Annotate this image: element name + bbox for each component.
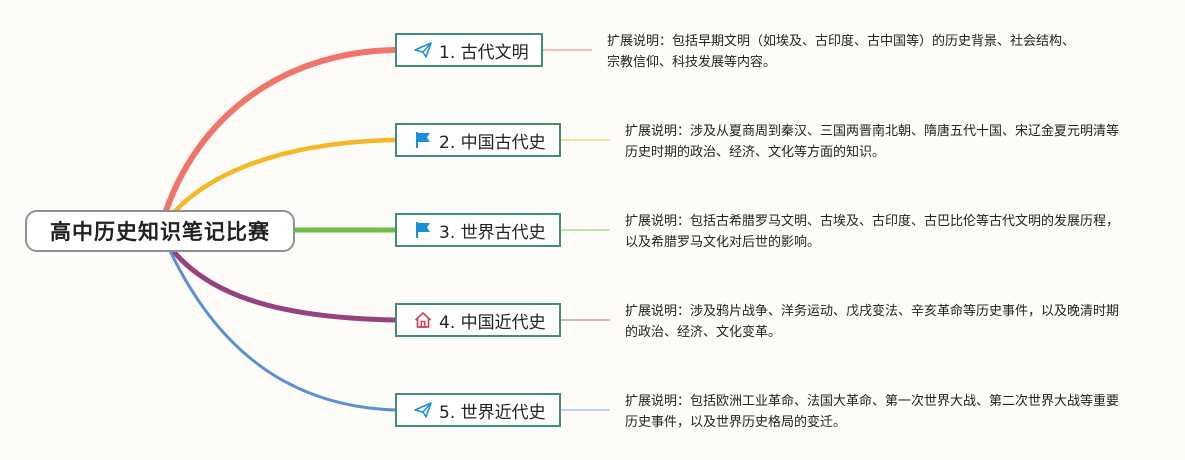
note-modern-china: 扩展说明：涉及鸦片战争、洋务运动、戊戌变法、辛亥革命等历史事件，以及晚清时期的政… [625, 304, 1120, 340]
flag-icon [416, 132, 430, 148]
note-ancient-china: 扩展说明：涉及从夏商周到秦汉、三国两晋南北朝、隋唐五代十国、宋辽金夏元明清等历史… [625, 124, 1120, 160]
branch-line-5 [163, 238, 397, 412]
home-icon [414, 312, 432, 328]
paper-plane-icon [414, 402, 432, 418]
topic-label: 1. 古代文明 [439, 42, 529, 63]
topic-ancient-civilization[interactable]: 1. 古代文明 [395, 33, 543, 67]
paper-plane-icon [414, 42, 432, 58]
flag-icon [416, 222, 430, 238]
root-topic-label: 高中历史知识笔记比赛 [50, 220, 270, 244]
topic-label: 4. 中国近代史 [439, 312, 546, 333]
branch-line-1 [157, 47, 398, 233]
topic-ancient-world[interactable]: 3. 世界古代史 [395, 213, 561, 247]
topic-label: 3. 世界古代史 [439, 222, 546, 243]
note-modern-world: 扩展说明：包括欧洲工业革命、法国大革命、第一次世界大战、第二次世界大战等重要历史… [625, 394, 1120, 430]
topic-modern-china[interactable]: 4. 中国近代史 [395, 303, 561, 337]
branch-line-2 [157, 137, 398, 233]
note-ancient-world: 扩展说明：包括古希腊罗马文明、古埃及、古印度、古巴比伦等古代文明的发展历程，以及… [625, 214, 1120, 250]
topic-ancient-china[interactable]: 2. 中国古代史 [395, 123, 561, 157]
topic-modern-world[interactable]: 5. 世界近代史 [395, 393, 561, 427]
note-ancient-civilization: 扩展说明：包括早期文明（如埃及、古印度、古中国等）的历史背景、社会结构、宗教信仰… [607, 34, 1076, 70]
topic-label: 5. 世界近代史 [439, 402, 546, 423]
root-topic[interactable]: 高中历史知识笔记比赛 [25, 210, 295, 252]
topic-label: 2. 中国古代史 [439, 132, 546, 153]
branch-line-4 [162, 237, 398, 323]
